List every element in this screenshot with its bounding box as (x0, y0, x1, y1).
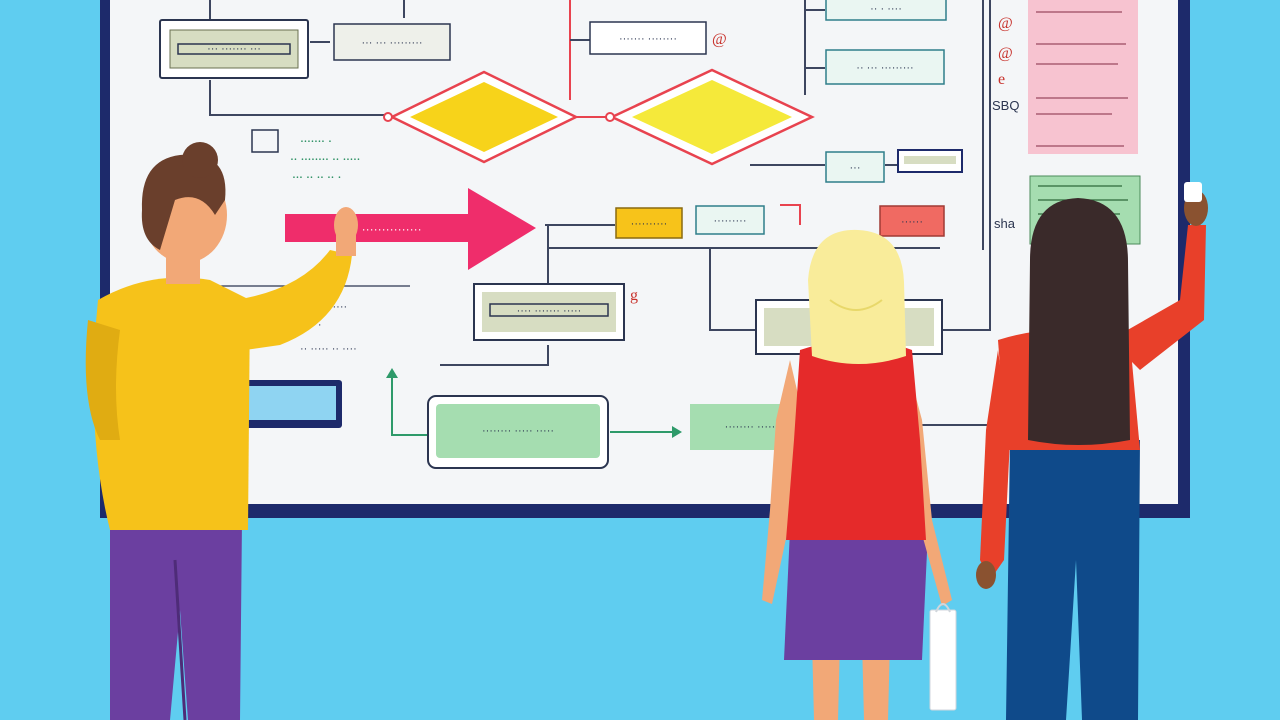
red-mark-3: @ (998, 45, 1013, 62)
box-mid-left-text: ···· ······· ····· (517, 305, 582, 317)
tag-yellow: ·········· (615, 207, 683, 239)
red-mark-1: @ (712, 31, 727, 48)
side-text-2: sha (994, 216, 1016, 231)
tag-yellow-text: ·········· (631, 218, 668, 230)
decision-diamond-right (605, 68, 815, 166)
box-right-2-text: ·· ··· ········· (856, 62, 913, 74)
box-top-mid-text: ··· ··· ········· (361, 37, 422, 49)
red-mark-5: g (630, 287, 638, 304)
tag-mid-text: ········· (714, 215, 747, 227)
pink-sticky-note (1028, 0, 1138, 154)
box-top-mid: ··· ··· ········· (333, 23, 451, 61)
box-green-1: ········ ····· ····· (427, 395, 609, 469)
person-blonde-red-top (762, 229, 957, 720)
tag-red: ······ (879, 205, 945, 237)
handwriting-line-1: ······· · (300, 135, 332, 150)
arrow-green (386, 368, 682, 438)
red-mark-4: e (998, 71, 1005, 88)
box-qa: ··· (825, 151, 885, 183)
handwriting-line-3: ··· ·· ·· ·· · (292, 171, 341, 186)
tablet-screen (236, 380, 342, 428)
box-green-1-text: ········ ····· ····· (482, 425, 554, 437)
handwriting-line-2: ·· ········ ·· ····· (290, 153, 360, 168)
tag-red-text: ······ (901, 216, 923, 228)
connector-lines (209, 0, 991, 436)
box-qa-text: ··· (850, 162, 861, 174)
box-top-center-text: ······· ········ (619, 33, 677, 45)
red-marks: @ @ @ e g (630, 15, 1013, 304)
box-green-2-text: ········ ····· (725, 421, 776, 433)
tag-mid: ········· (695, 205, 765, 235)
person-yellow-shirt (85, 142, 358, 720)
box-right-2: ·· ··· ········· (825, 49, 945, 85)
box-top-left-text: ··· ······· ··· (207, 43, 261, 55)
side-text-1: SBQ (992, 98, 1019, 113)
box-top-right: ·· · ···· (825, 0, 947, 21)
red-mark-2: @ (998, 15, 1013, 32)
box-top-center: ······· ········ (589, 21, 707, 55)
box-top-right-text: ·· · ···· (870, 3, 902, 15)
box-top-left: ··· ······· ··· (159, 19, 309, 79)
handwritten-notes: ······· · ·· ········ ·· ····· ··· ·· ··… (251, 129, 360, 186)
person-dark-hair-red-top (976, 182, 1208, 720)
left-text-3: ·· ····· ·· ···· (300, 343, 357, 355)
decision-diamond-left (383, 70, 579, 164)
box-mid-left: ···· ······· ····· (473, 283, 625, 341)
box-qa-output (897, 149, 963, 173)
